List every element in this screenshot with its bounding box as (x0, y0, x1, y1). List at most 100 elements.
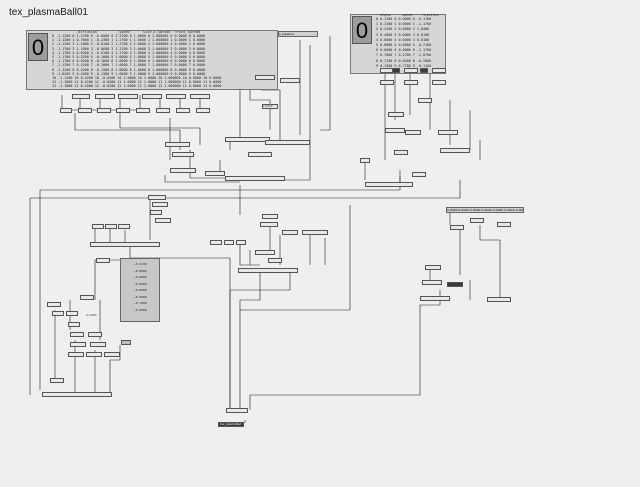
object-box[interactable] (70, 332, 84, 337)
right-row: 4 0.6000 4 0.0000 4 0.0100 (376, 37, 430, 42)
object-box[interactable] (78, 108, 92, 113)
object-box[interactable] (152, 202, 168, 207)
object-box[interactable] (422, 280, 442, 285)
object-box[interactable] (86, 352, 102, 357)
object-box[interactable] (70, 342, 86, 347)
object-box[interactable] (68, 352, 84, 357)
object-box[interactable] (238, 268, 298, 273)
object-box[interactable] (432, 68, 446, 73)
object-box[interactable] (282, 230, 298, 235)
patch-title: tex_plasmaBall01 (9, 7, 88, 18)
object-box[interactable] (97, 108, 111, 113)
object-box[interactable] (385, 128, 405, 133)
object-box[interactable] (255, 75, 275, 80)
object-box[interactable] (176, 108, 190, 113)
object-box[interactable] (92, 224, 104, 229)
object-box[interactable] (425, 265, 441, 270)
object-box[interactable] (262, 214, 278, 219)
object-box[interactable] (170, 168, 196, 173)
object-box[interactable] (150, 210, 162, 215)
object-box[interactable] (52, 311, 64, 316)
object-box[interactable] (142, 94, 162, 99)
left-row: 6 -1.1700 6 0.6200 6 -0.1000 6 1.0000 6 … (52, 59, 206, 64)
object-box[interactable] (205, 171, 225, 176)
object-box[interactable] (420, 296, 450, 301)
object-box[interactable] (404, 80, 418, 85)
object-box[interactable] (404, 68, 418, 73)
object-box[interactable] (418, 98, 432, 103)
object-box[interactable] (210, 240, 222, 245)
object-box[interactable] (360, 158, 370, 163)
left-row: 10 -1.1200 10 0.4200 10 -0.0400 10 1.000… (52, 76, 222, 80)
object-box[interactable] (260, 222, 278, 227)
object-box[interactable] (148, 195, 166, 200)
object-box[interactable] (394, 150, 408, 155)
object-box[interactable] (165, 142, 190, 147)
object-box[interactable] (392, 68, 400, 73)
object-box[interactable] (90, 342, 106, 347)
object-box[interactable] (88, 332, 102, 337)
object-box[interactable] (470, 218, 484, 223)
object-box[interactable] (47, 302, 61, 307)
object-box[interactable] (42, 392, 112, 397)
object-box[interactable] (95, 94, 115, 99)
object-box[interactable] (155, 218, 171, 223)
object-box[interactable] (190, 94, 210, 99)
object-box[interactable] (302, 230, 328, 235)
object-box[interactable] (432, 80, 446, 85)
object-box[interactable] (225, 176, 285, 181)
left-row: 7 -1.1200 7 0.4200 7 -0.1000 7 1.0000 7 … (52, 63, 206, 68)
object-box[interactable] (380, 80, 394, 85)
object-box[interactable] (68, 322, 80, 327)
object-box[interactable] (50, 378, 64, 383)
object-box[interactable] (96, 258, 110, 263)
object-box[interactable] (280, 78, 300, 83)
object-box[interactable] (196, 108, 210, 113)
object-box[interactable] (487, 297, 511, 302)
object-box[interactable] (255, 250, 275, 255)
object-box[interactable] (226, 408, 248, 413)
object-box[interactable] (105, 224, 117, 229)
left-col-header-2: size_x_spread (143, 30, 171, 34)
object-box[interactable] (450, 225, 464, 230)
object-box[interactable] (236, 240, 246, 245)
output-object[interactable]: tex_plasmaBall (218, 422, 244, 427)
right-col-header-1: speed (402, 13, 413, 17)
object-box[interactable] (225, 137, 270, 142)
object-box[interactable] (66, 311, 78, 316)
object-box[interactable] (262, 104, 278, 109)
object-box[interactable] (497, 222, 511, 227)
right-row: 7 0.7000 7 0.2700 7 -1.0700 (376, 53, 432, 58)
object-box[interactable] (438, 130, 458, 135)
object-box[interactable] (104, 352, 120, 357)
object-box[interactable] (412, 172, 426, 177)
object-box[interactable] (388, 112, 404, 117)
object-box[interactable] (80, 295, 94, 300)
object-box[interactable] (365, 182, 413, 187)
right-big-number[interactable]: 0 (352, 16, 372, 44)
object-box[interactable] (420, 68, 428, 73)
object-box[interactable] (156, 108, 170, 113)
object-box[interactable] (447, 282, 463, 287)
object-box[interactable] (72, 94, 90, 99)
object-box[interactable] (268, 258, 282, 263)
object-box[interactable] (60, 108, 72, 113)
object-box[interactable] (118, 224, 130, 229)
object-box[interactable] (224, 240, 234, 245)
object-box[interactable] (121, 340, 131, 345)
object-box[interactable] (248, 152, 272, 157)
object-box[interactable] (118, 94, 138, 99)
mid-strip-object[interactable]: 0.0000 0.0000 0.0000 0.0000 0.0000 0.000… (446, 207, 524, 213)
object-box[interactable] (90, 242, 160, 247)
object-box[interactable] (405, 130, 421, 135)
top-strip-object[interactable]: s_pipeline (278, 31, 318, 37)
right-row: 5 0.6800 5 0.0000 5 -0.2100 (376, 43, 432, 47)
object-box[interactable] (116, 108, 130, 113)
object-box[interactable] (265, 140, 310, 145)
object-box[interactable] (440, 148, 470, 153)
left-big-number[interactable]: 0 (28, 33, 48, 61)
object-box[interactable] (172, 152, 194, 157)
left-col-header-0: _diffusion (76, 30, 98, 34)
object-box[interactable] (166, 94, 186, 99)
object-box[interactable] (136, 108, 150, 113)
